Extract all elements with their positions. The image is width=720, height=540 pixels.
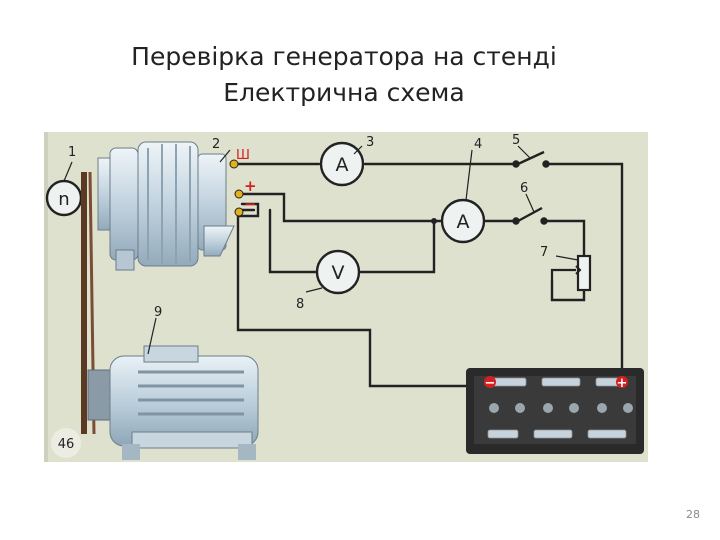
callout-4: 4	[474, 137, 482, 152]
tachometer-symbol: n	[58, 189, 69, 210]
page-number: 28	[686, 508, 700, 521]
electric-motor	[87, 345, 259, 460]
callout-1: 1	[68, 145, 76, 160]
ammeter-3-symbol: A	[336, 154, 349, 176]
callout-6: 6	[520, 181, 528, 196]
terminal-positive	[234, 189, 244, 199]
ammeter-4: A	[440, 198, 486, 244]
figure-number-badge	[51, 428, 81, 458]
callout-3: 3	[366, 135, 374, 150]
battery-positive-label: +	[617, 376, 628, 391]
generator	[97, 141, 235, 271]
callout-5: 5	[512, 133, 520, 148]
battery: − +	[466, 368, 644, 454]
tachometer: n	[45, 179, 83, 217]
terminal-negative	[234, 207, 244, 217]
figure-number: 46	[58, 437, 75, 452]
battery-negative-label: −	[485, 376, 496, 391]
callout-7: 7	[540, 245, 548, 260]
voltmeter-symbol: V	[332, 262, 345, 284]
battery-terminal-positive	[616, 376, 628, 388]
wires	[235, 162, 624, 388]
terminal-negative-label: −	[244, 195, 257, 213]
callout-9: 9	[154, 305, 162, 320]
slide-title: Перевірка генератора на стенді	[131, 42, 557, 71]
callout-2: 2	[212, 137, 220, 152]
voltmeter: V	[315, 249, 361, 295]
terminal-positive-label: +	[244, 177, 257, 195]
wiring-diagram: n Ш + − A A	[44, 132, 648, 462]
slide-subtitle: Електрична схема	[223, 78, 465, 107]
ammeter-4-symbol: A	[457, 211, 470, 233]
switch-5	[512, 150, 550, 168]
battery-terminal-negative	[484, 376, 496, 388]
rheostat	[550, 254, 592, 292]
switch-6	[512, 206, 548, 225]
ammeter-3: A	[319, 141, 365, 187]
terminal-field	[229, 159, 239, 169]
terminal-field-label: Ш	[236, 148, 250, 163]
callout-8: 8	[296, 297, 304, 312]
